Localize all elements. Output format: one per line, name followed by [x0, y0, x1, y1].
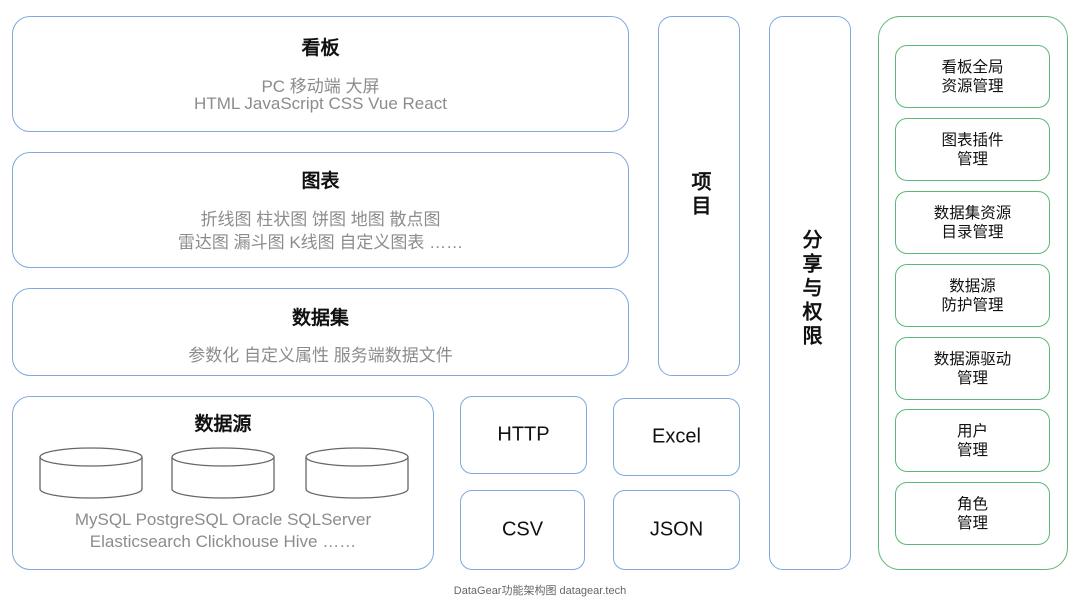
database-cylinder-icon-1 — [39, 447, 143, 499]
management-item-line-1: 数据源驱动 — [933, 350, 1012, 368]
management-item-line-2: 目录管理 — [941, 223, 1004, 241]
dashboard-title: 看板 — [301, 38, 340, 59]
management-item-line-1: 图表插件 — [941, 131, 1004, 149]
management-item-line-2: 管理 — [956, 441, 988, 459]
management-item-role: 角色 管理 — [895, 482, 1050, 545]
management-panel: 看板全局 资源管理 图表插件 管理 数据集资源 目录管理 数据源 防护管理 数据… — [878, 16, 1068, 570]
share-permission-label: 分享与权限 — [799, 229, 821, 349]
management-item-line-1: 看板全局 — [941, 58, 1004, 76]
dataset-title: 数据集 — [291, 308, 349, 329]
excel-label: Excel — [652, 425, 701, 448]
csv-label: CSV — [501, 518, 544, 541]
management-item-dataset-directory: 数据集资源 目录管理 — [895, 191, 1050, 254]
datasource-line-1: MySQL PostgreSQL Oracle SQLServer — [74, 510, 372, 529]
database-cylinder-icon-2 — [171, 447, 275, 499]
chart-line-2: 雷达图 漏斗图 K线图 自定义图表 …… — [177, 233, 464, 252]
dashboard-line-1: PC 移动端 大屏 — [261, 77, 380, 96]
csv-box: CSV — [460, 490, 585, 570]
diagram-caption: DataGear功能架构图 datagear.tech — [453, 585, 627, 597]
management-item-chart-plugin: 图表插件 管理 — [895, 118, 1050, 181]
project-label: 项目 — [688, 171, 710, 219]
json-box: JSON — [613, 490, 740, 570]
database-cylinder-icon-3 — [305, 447, 409, 499]
share-permission-box: 分享与权限 — [769, 16, 851, 570]
project-box: 项目 — [658, 16, 740, 376]
management-item-line-1: 数据集资源 — [933, 204, 1012, 222]
http-box: HTTP — [460, 396, 587, 474]
dataset-box: 数据集 参数化 自定义属性 服务端数据文件 — [12, 288, 629, 376]
management-item-user: 用户 管理 — [895, 409, 1050, 472]
dashboard-line-2: HTML JavaScript CSS Vue React — [194, 94, 447, 113]
management-item-line-2: 管理 — [956, 369, 988, 387]
dataset-line-1: 参数化 自定义属性 服务端数据文件 — [188, 346, 453, 365]
dashboard-box: 看板 PC 移动端 大屏 HTML JavaScript CSS Vue Rea… — [12, 16, 629, 132]
management-item-dashboard-resource: 看板全局 资源管理 — [895, 45, 1050, 108]
http-label: HTTP — [497, 423, 550, 446]
chart-title: 图表 — [301, 171, 340, 192]
datasource-box: 数据源 MySQL PostgreSQL Oracle SQLServer El… — [12, 396, 434, 570]
chart-box: 图表 折线图 柱状图 饼图 地图 散点图 雷达图 漏斗图 K线图 自定义图表 …… — [12, 152, 629, 268]
excel-box: Excel — [613, 398, 740, 476]
management-item-line-1: 角色 — [956, 495, 988, 513]
json-label: JSON — [649, 518, 704, 541]
management-item-datasource-driver: 数据源驱动 管理 — [895, 337, 1050, 400]
datasource-line-2: Elasticsearch Clickhouse Hive …… — [89, 532, 357, 551]
management-item-line-1: 数据源 — [949, 277, 996, 295]
management-item-line-2: 资源管理 — [941, 77, 1004, 95]
management-item-line-1: 用户 — [956, 422, 988, 440]
management-item-line-2: 管理 — [956, 150, 988, 168]
datasource-title: 数据源 — [194, 414, 252, 435]
management-item-datasource-guard: 数据源 防护管理 — [895, 264, 1050, 327]
management-item-line-2: 防护管理 — [941, 296, 1004, 314]
management-item-line-2: 管理 — [956, 514, 988, 532]
chart-line-1: 折线图 柱状图 饼图 地图 散点图 — [200, 210, 441, 229]
